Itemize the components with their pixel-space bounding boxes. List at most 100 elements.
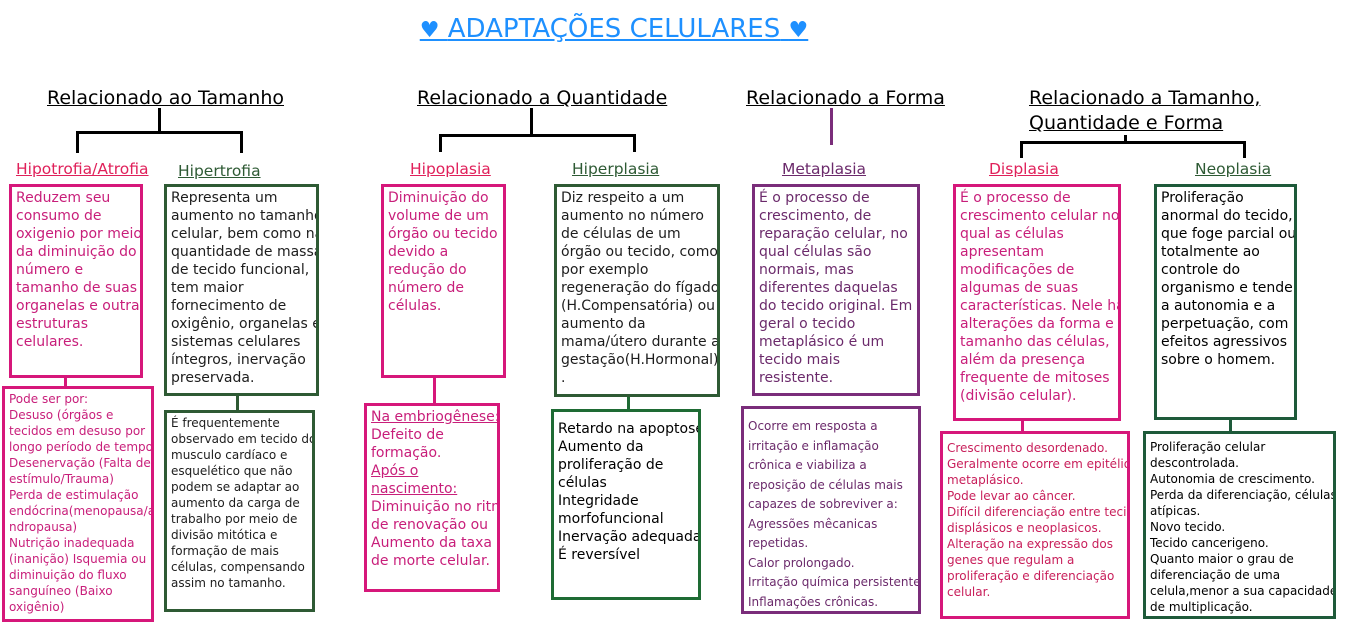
text-line: Inervação adequada	[558, 529, 701, 545]
text-line: estímulo/Trauma)	[9, 472, 114, 486]
label-hipertrofia: Hipertrofia	[178, 162, 261, 180]
text-line: (inanição) Isquemia ou	[9, 552, 147, 566]
text-line: a autonomia e a	[1161, 298, 1276, 314]
text-line: apresentam	[960, 244, 1045, 260]
text-line: órgão ou tecido	[388, 226, 498, 242]
heading-tamanho: Relacionado ao Tamanho	[47, 87, 284, 109]
text-line: assim no tamanho.	[171, 576, 286, 590]
connector-line	[64, 377, 67, 387]
text-line: características. Nele há	[960, 298, 1121, 314]
text-line: estruturas	[16, 316, 89, 332]
text-line: aumento da carga de	[171, 496, 300, 510]
text-line: formação de mais	[171, 544, 279, 558]
text-line: mama/útero durante a	[561, 334, 720, 350]
text-line: volume de um	[388, 208, 489, 224]
text-line: aumento da	[561, 316, 646, 332]
text-line: celular, bem como na	[171, 226, 319, 242]
details-box-displasia: Crescimento desordenado.Geralmente ocorr…	[940, 431, 1130, 619]
label-hipoplasia: Hipoplasia	[410, 160, 491, 178]
text-line: oxigênio)	[9, 600, 65, 614]
text-line: Diminuição do	[388, 190, 489, 206]
text-line: número de	[388, 280, 464, 296]
text-line: diferentes daquelas	[759, 280, 898, 296]
text-line: Ocorre em resposta a	[748, 419, 878, 433]
heading-todos-2: Quantidade e Forma	[1029, 112, 1224, 134]
details-heading: Na embriogênese:	[371, 409, 500, 425]
text-line: Nutrição inadequada	[9, 536, 135, 550]
label-metaplasia: Metaplasia	[782, 160, 867, 178]
text-line: quantidade de massa	[171, 244, 319, 260]
text-line: trabalho por meio de	[171, 512, 298, 526]
text-line: É frequentemente	[171, 416, 280, 430]
text-line: celulares.	[16, 334, 84, 350]
text-line: .	[561, 370, 566, 386]
text-line: modificações de	[960, 262, 1075, 278]
text-line: Perda da diferenciação, células	[1150, 488, 1336, 502]
text-line: normais, mas	[759, 262, 854, 278]
text-line: íntegros, inervação	[171, 352, 306, 368]
text-line: celular.	[947, 585, 991, 599]
text-line: qual células são	[759, 244, 872, 260]
text-line: Diz respeito a um	[561, 190, 685, 206]
connector-line	[158, 108, 161, 133]
text-line: esquelético que não	[171, 464, 293, 478]
text-line: de renovação ou	[371, 517, 489, 533]
text-line: algumas de suas	[960, 280, 1079, 296]
text-line: Pode ser por:	[9, 392, 89, 406]
connector-line	[830, 108, 833, 145]
text-line: atípicas.	[1150, 504, 1201, 518]
text-line: Irritação química persistente.	[748, 575, 921, 589]
text-line: da diminuição do	[16, 244, 137, 260]
text-line: sobre o homem.	[1161, 352, 1276, 368]
text-line: de multiplicação.	[1150, 600, 1253, 614]
text-line: células	[558, 475, 607, 491]
text-line: resistente.	[759, 370, 834, 386]
text-line: tecido mais	[759, 352, 840, 368]
title-text: ADAPTAÇÕES CELULARES	[447, 14, 781, 44]
connector-line	[76, 131, 243, 134]
text-line: consumo de	[16, 208, 102, 224]
text-line: Integridade	[558, 493, 639, 509]
text-line: Desuso (órgãos e	[9, 408, 114, 422]
definition-box-hipoplasia: Diminuição do volume de um órgão ou tecido…	[381, 184, 506, 378]
text-line: crescimento, de	[759, 208, 872, 224]
text-line: tamanho das células,	[960, 334, 1110, 350]
text-line: Quanto maior o grau de	[1150, 552, 1294, 566]
text-line: longo período de tempo)	[9, 440, 154, 454]
text-line: crescimento celular no	[960, 208, 1120, 224]
text-line: controle do	[1161, 262, 1241, 278]
text-line: irritação e inflamação	[748, 438, 879, 453]
text-line: Autonomia de crescimento.	[1150, 472, 1315, 486]
text-line: Alteração na expressão dos	[947, 537, 1113, 551]
label-hiperplasia: Hiperplasia	[572, 160, 660, 178]
text-line: oxigenio por meio	[16, 226, 142, 242]
label-neoplasia: Neoplasia	[1195, 160, 1272, 178]
text-line: tem maior	[171, 280, 244, 296]
text-line: além da presença	[960, 352, 1086, 368]
text-line: É o processo de	[960, 190, 1071, 206]
text-line: Proliferação celular	[1150, 440, 1266, 454]
text-line: gestação(H.Hormonal)	[561, 352, 719, 368]
text-line: que foge parcial ou	[1161, 226, 1297, 242]
text-line: Diminuição no ritmo	[371, 499, 500, 515]
text-line: sanguíneo (Baixo	[9, 584, 113, 598]
text-line: celula,menor a sua capacidade	[1150, 584, 1336, 598]
connector-line	[236, 395, 239, 411]
text-line: regeneração do fígado	[561, 280, 720, 296]
text-line: Aumento da taxa	[371, 535, 492, 551]
text-line: Geralmente ocorre em epitélio	[947, 457, 1130, 471]
page-title: ♥ ADAPTAÇÕES CELULARES ♥	[0, 14, 1228, 44]
details-heading: Após o	[371, 463, 419, 479]
text-line: É reversível	[558, 547, 640, 563]
text-line: É o processo de	[759, 190, 870, 206]
text-line: morfofuncional	[558, 511, 664, 527]
text-line: formação.	[371, 445, 442, 461]
connector-line	[439, 134, 442, 152]
